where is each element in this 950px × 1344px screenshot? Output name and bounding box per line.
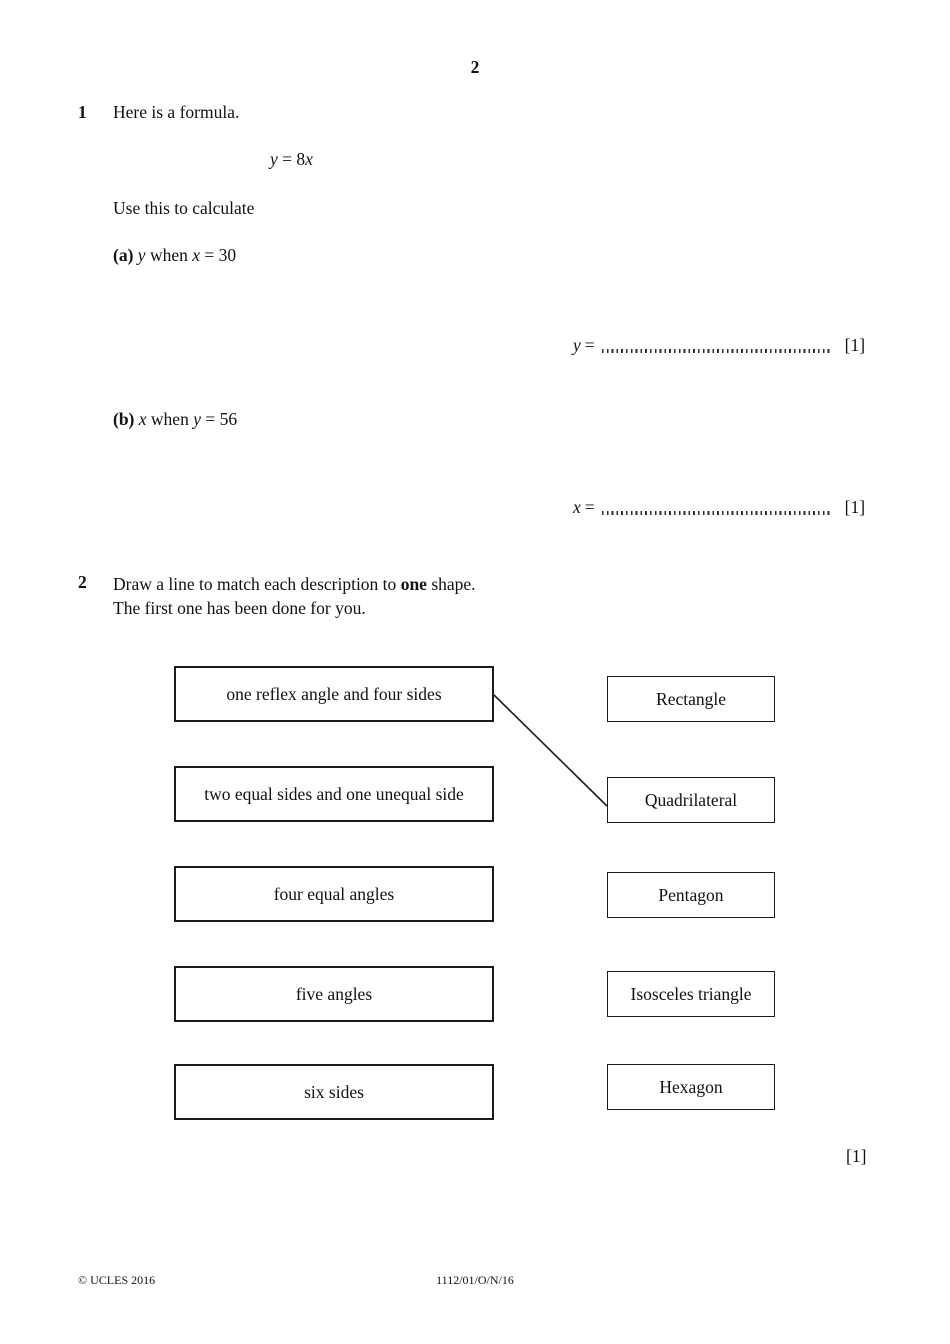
question-2-line2: The first one has been done for you. xyxy=(113,598,366,618)
part-b-label: (b) xyxy=(113,409,135,429)
answer-row-b: x= [1] xyxy=(573,497,865,518)
answer-a-mark: [1] xyxy=(844,335,866,355)
question-1-instruction: Use this to calculate xyxy=(113,198,255,218)
answer-a-equals: = xyxy=(584,335,595,355)
part-b-var2: y xyxy=(193,409,201,429)
footer-paper-code: 1112/01/O/N/16 xyxy=(436,1273,514,1287)
page-number: 2 xyxy=(470,57,480,77)
question-1b-prompt: (b) x when y = 56 xyxy=(113,409,237,430)
question-2-number: 2 xyxy=(78,572,87,592)
formula-rhs: x xyxy=(305,149,313,169)
answer-a-var: y xyxy=(573,335,581,355)
shape-box-pentagon[interactable]: Pentagon xyxy=(607,872,775,918)
q2-line1-pre: Draw a line to match each description to xyxy=(113,574,397,594)
q2-line1-post: shape. xyxy=(431,574,476,594)
part-a-mid: when xyxy=(149,245,188,265)
shape-box-isosceles-triangle[interactable]: Isosceles triangle xyxy=(607,971,775,1017)
answer-a-blank[interactable] xyxy=(601,349,831,353)
answer-b-mark: [1] xyxy=(844,497,866,517)
q2-line1-bold: one xyxy=(400,574,427,594)
formula-mid: = 8 xyxy=(282,149,306,169)
answer-row-a: y= [1] xyxy=(573,335,865,356)
shape-box-hexagon[interactable]: Hexagon xyxy=(607,1064,775,1110)
part-b-var1: x xyxy=(138,409,147,429)
question-1a-prompt: (a) y when x = 30 xyxy=(113,245,236,266)
description-box-5[interactable]: six sides xyxy=(174,1064,494,1120)
description-box-4[interactable]: five angles xyxy=(174,966,494,1022)
part-a-var1: y xyxy=(137,245,146,265)
part-a-label: (a) xyxy=(113,245,134,265)
question-2-prompt: Draw a line to match each description to… xyxy=(113,572,633,620)
description-box-1[interactable]: one reflex angle and four sides xyxy=(174,666,494,722)
part-a-var2: x xyxy=(192,245,200,265)
question-2-line1: Draw a line to match each description to… xyxy=(113,572,633,596)
part-b-tail: = 56 xyxy=(205,409,238,429)
description-box-3[interactable]: four equal angles xyxy=(174,866,494,922)
question-1-number: 1 xyxy=(78,102,87,122)
footer-copyright: © UCLES 2016 xyxy=(78,1273,156,1287)
shape-box-rectangle[interactable]: Rectangle xyxy=(607,676,775,722)
answer-b-var: x xyxy=(573,497,581,517)
answer-b-blank[interactable] xyxy=(601,511,831,515)
question-2-mark: [1] xyxy=(846,1146,867,1166)
question-1-intro: Here is a formula. xyxy=(113,102,240,122)
part-b-mid: when xyxy=(150,409,189,429)
answer-b-equals: = xyxy=(584,497,595,517)
formula-lhs: y xyxy=(270,149,278,169)
description-box-2[interactable]: two equal sides and one unequal side xyxy=(174,766,494,822)
part-a-tail: = 30 xyxy=(204,245,237,265)
shape-box-quadrilateral[interactable]: Quadrilateral xyxy=(607,777,775,823)
question-1-formula: y = 8x xyxy=(270,149,313,170)
